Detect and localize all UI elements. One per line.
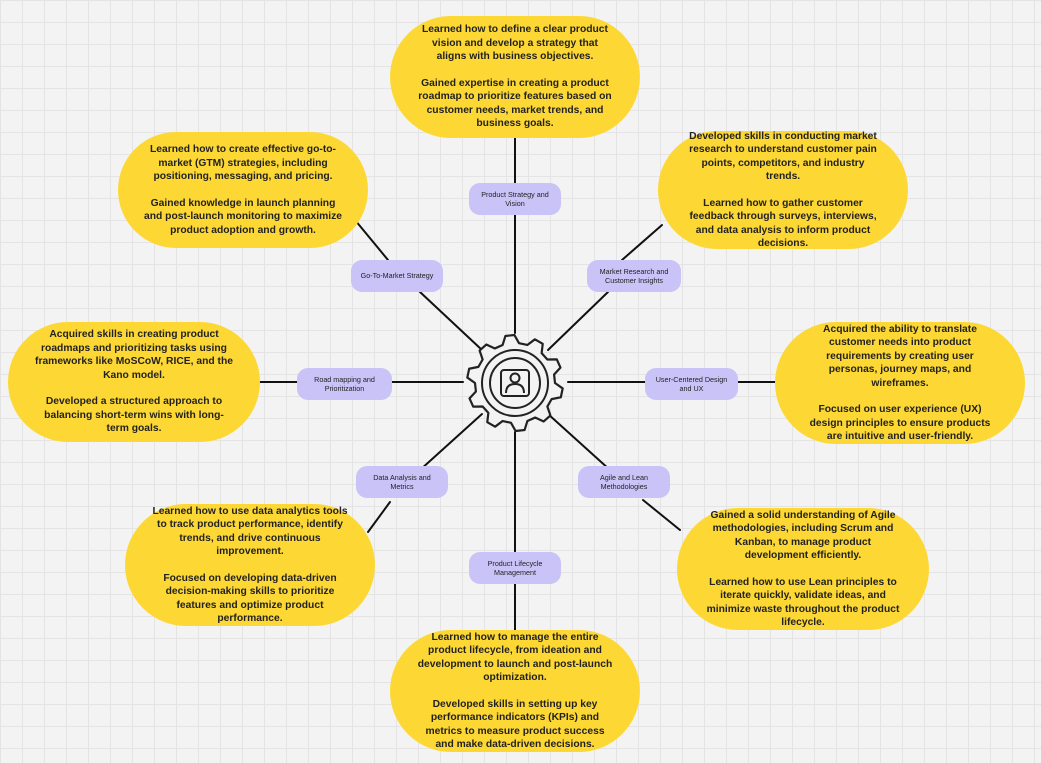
connector-data-note: [367, 501, 391, 533]
note-text: Learned how to manage the entire product…: [417, 631, 613, 684]
connector-gtm-note: [354, 219, 389, 261]
category-go-to-market: Go-To-Market Strategy: [351, 260, 443, 292]
category-agile-lean: Agile and Lean Methodologies: [578, 466, 670, 498]
note-text: Developed skills in conducting market re…: [689, 130, 877, 183]
note-text: Learned how to gather customer feedback …: [689, 197, 877, 250]
category-user-centered-design: User-Centered Design and UX: [645, 368, 738, 400]
connector-hub-agile: [547, 413, 611, 471]
note-product-strategy: Learned how to define a clear product vi…: [390, 16, 640, 138]
connector-hub-data: [419, 413, 483, 471]
category-product-strategy: Product Strategy and Vision: [469, 183, 561, 215]
note-product-lifecycle: Learned how to manage the entire product…: [390, 630, 640, 752]
note-text: Learned how to use Lean principles to it…: [706, 576, 900, 629]
connector-research-note: [621, 224, 663, 261]
note-text: Developed skills in setting up key perfo…: [425, 698, 605, 751]
note-go-to-market: Learned how to create effective go-to-ma…: [118, 132, 368, 248]
connector-hub-gtm: [419, 291, 483, 351]
note-text: Focused on user experience (UX) design p…: [809, 404, 991, 442]
note-text: Learned how to define a clear product vi…: [422, 24, 608, 63]
connector-hub-research: [547, 291, 609, 351]
note-text: Gained a solid understanding of Agile me…: [710, 509, 896, 562]
note-road-mapping: Acquired skills in creating product road…: [8, 322, 260, 442]
connector-agile-note: [642, 499, 681, 531]
note-text: Acquired the ability to translate custom…: [823, 323, 977, 389]
category-road-mapping: Road mapping and Prioritization: [297, 368, 392, 400]
note-market-research: Developed skills in conducting market re…: [658, 131, 908, 249]
note-text: Gained expertise in creating a product r…: [418, 77, 612, 130]
category-product-lifecycle: Product Lifecycle Management: [469, 552, 561, 584]
category-market-research: Market Research and Customer Insights: [587, 260, 681, 292]
note-text: Gained knowledge in launch planning and …: [144, 197, 342, 236]
note-user-centered-design: Acquired the ability to translate custom…: [775, 322, 1025, 444]
note-text: Learned how to create effective go-to-ma…: [150, 144, 336, 182]
note-text: Developed a structured approach to balan…: [44, 396, 224, 435]
note-text: Focused on developing data-driven decisi…: [163, 572, 337, 625]
note-text: Learned how to use data analytics tools …: [152, 505, 348, 558]
note-agile-lean: Gained a solid understanding of Agile me…: [677, 508, 929, 630]
note-data-analysis: Learned how to use data analytics tools …: [125, 504, 375, 626]
note-text: Acquired skills in creating product road…: [35, 329, 233, 381]
gear-with-person-icon: [466, 333, 564, 433]
category-data-analysis: Data Analysis and Metrics: [356, 466, 448, 498]
